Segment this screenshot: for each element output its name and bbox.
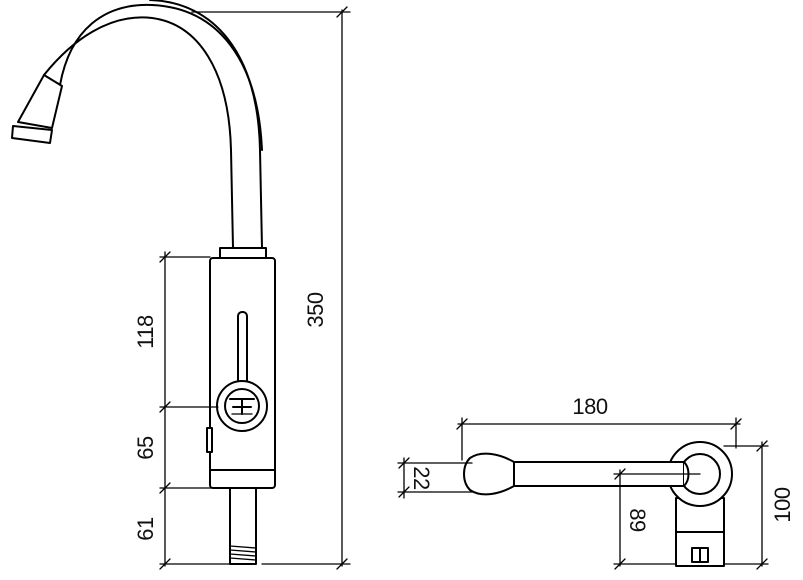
dim-side-height: 100 — [770, 487, 795, 522]
faucet-logo-icon — [216, 380, 268, 432]
side-dimensions: 180 22 89 100 — [397, 394, 795, 570]
side-handle — [463, 452, 515, 496]
front-dimensions: 350 118 65 61 — [133, 6, 351, 570]
dim-total-height: 350 — [303, 292, 328, 327]
dim-spout-reach: 180 — [572, 394, 607, 419]
dim-pipe-length: 61 — [133, 517, 158, 541]
body-slot — [237, 311, 248, 385]
dim-side-offset: 89 — [625, 508, 650, 532]
body-side-tab — [206, 427, 213, 453]
dim-body-height: 118 — [133, 315, 158, 349]
dim-lower-body: 65 — [133, 436, 158, 460]
side-view — [463, 441, 733, 567]
pipe-thread — [229, 545, 257, 561]
body-cap — [219, 247, 267, 259]
spout-nozzle — [17, 74, 63, 129]
inlet-pipe — [229, 487, 257, 565]
spout-inner-curve — [59, 3, 263, 151]
dim-handle-width: 22 — [409, 466, 434, 490]
front-view — [11, 0, 276, 565]
nozzle-ring — [11, 125, 53, 144]
spout-inner — [149, 0, 263, 249]
spout-outer — [43, 16, 234, 249]
